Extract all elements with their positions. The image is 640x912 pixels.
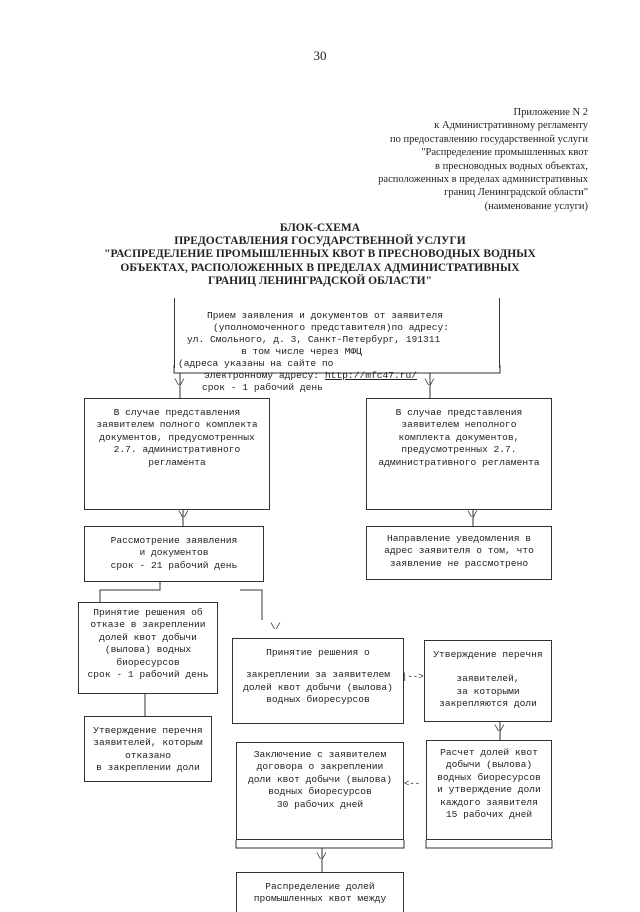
intake-line: Прием заявления и документов от заявител… bbox=[207, 310, 444, 321]
title-line: "РАСПРЕДЕЛЕНИЕ ПРОМЫШЛЕННЫХ КВОТ В ПРЕСН… bbox=[104, 248, 536, 261]
arrow-down: \/ bbox=[494, 724, 505, 734]
intake-line: (уполномоченного представителя)по адресу… bbox=[213, 322, 450, 333]
box-line: заявление не рассмотрено bbox=[389, 557, 529, 569]
box-line: Распределение долей bbox=[265, 881, 375, 892]
incomplete-docs-box: В случае представления заявителем неполн… bbox=[366, 398, 552, 510]
back-arrow: <-- bbox=[404, 779, 421, 789]
box-line: договора о закреплении bbox=[256, 761, 384, 773]
contract-box: Заключение с заявителем договора о закре… bbox=[236, 742, 404, 840]
flowchart-title: БЛОК-СХЕМА ПРЕДОСТАВЛЕНИЯ ГОСУДАРСТВЕННО… bbox=[60, 222, 580, 288]
box-line: комплекта документов, bbox=[398, 431, 520, 443]
appendix-line: границ Ленинградской области" bbox=[444, 187, 588, 199]
box-line: закреплении за заявителем bbox=[246, 669, 390, 681]
intake-box-continued: (адреса указаны на сайте по электронному… bbox=[178, 358, 478, 394]
box-line: каждого заявителя bbox=[440, 796, 538, 808]
box-line: В случае представления bbox=[113, 407, 241, 418]
box-line: 30 рабочих дней bbox=[276, 798, 364, 810]
title-line: ПРЕДОСТАВЛЕНИЯ ГОСУДАРСТВЕННОЙ УСЛУГИ bbox=[174, 235, 466, 248]
arrow-down: \/ bbox=[270, 622, 281, 632]
box-line: (вылова) водных bbox=[104, 644, 192, 656]
arrow-down: \/ bbox=[174, 378, 185, 388]
box-line: заявителей, которым bbox=[93, 737, 203, 749]
box-line: В случае представления bbox=[395, 407, 523, 418]
title-line: ОБЪЕКТАХ, РАСПОЛОЖЕННЫХ В ПРЕДЕЛАХ АДМИН… bbox=[120, 261, 520, 274]
intake-link-line: электронному адресу: http://mfc47.ru/ bbox=[178, 370, 478, 382]
box-line: срок - 21 рабочий день bbox=[110, 559, 238, 571]
appendix-line: по предоставлению государственной услуги bbox=[390, 133, 588, 145]
side-arrow: |--> bbox=[402, 672, 424, 682]
box-line: Принятие решения об bbox=[93, 607, 203, 618]
box-line: заявителем неполного bbox=[401, 419, 517, 431]
appendix-line: расположенных в пределах административны… bbox=[378, 174, 588, 186]
box-line: административного регламента bbox=[378, 456, 540, 468]
box-line: и документов bbox=[139, 547, 209, 559]
box-line: предусмотренных 2.7. bbox=[401, 444, 517, 456]
box-line: Рассмотрение заявления bbox=[110, 535, 238, 546]
box-line: биоресурсов bbox=[116, 656, 180, 668]
intake-line: в том числе через МФЦ bbox=[241, 346, 362, 357]
arrow-down: \/ bbox=[467, 510, 478, 520]
approve-list-box: Утверждение перечня заявителей, за котор… bbox=[424, 640, 552, 722]
title-line: БЛОК-СХЕМА bbox=[279, 222, 361, 234]
refused-list-box: Утверждение перечня заявителей, которым … bbox=[84, 716, 212, 782]
box-line: регламента bbox=[148, 456, 206, 468]
box-line: Утверждение перечня bbox=[93, 725, 203, 736]
box-line: документов, предусмотренных bbox=[99, 431, 255, 443]
box-line: доли квот добычи (вылова) bbox=[248, 773, 392, 785]
page-number: 30 bbox=[313, 48, 327, 63]
refusal-decision-box: Принятие решения об отказе в закреплении… bbox=[78, 602, 218, 694]
box-line: промышленных квот между bbox=[253, 893, 387, 905]
review-box: Рассмотрение заявления и документов срок… bbox=[84, 526, 264, 582]
intake-line: срок - 1 рабочий день bbox=[202, 382, 323, 393]
box-line: водных биоресурсов bbox=[437, 771, 541, 783]
title-line: ГРАНИЦ ЛЕНИНГРАДСКОЙ ОБЛАСТИ" bbox=[207, 274, 433, 287]
intake-box: Прием заявления и документов от заявител… bbox=[174, 298, 500, 368]
box-line: долей квот добычи (вылова) bbox=[243, 681, 393, 693]
mfc-website-link[interactable]: http://mfc47.ru/ bbox=[324, 370, 418, 381]
box-line: и утверждение доли bbox=[437, 784, 541, 796]
box-line: заявителем полного комплекта bbox=[96, 419, 258, 431]
box-line: 15 рабочих дней bbox=[445, 809, 533, 821]
assign-decision-box: Принятие решения о закреплении за заявит… bbox=[232, 638, 404, 724]
full-docs-box: В случае представления заявителем полног… bbox=[84, 398, 270, 510]
box-line: Заключение с заявителем bbox=[253, 749, 387, 760]
appendix-line: в пресноводных водных объектах, bbox=[435, 160, 588, 172]
intake-line: ул. Смольного, д. 3, Санкт-Петербург, 19… bbox=[187, 334, 441, 345]
box-line: Расчет долей квот bbox=[440, 747, 538, 758]
box-line: добычи (вылова) bbox=[445, 759, 533, 771]
box-line: Принятие решения о bbox=[266, 647, 370, 658]
arrow-down: \/ bbox=[178, 510, 189, 520]
intake-link-prefix: электронному адресу: bbox=[204, 370, 325, 381]
appendix-line: к Административному регламенту bbox=[434, 120, 588, 132]
box-line: адрес заявителя о том, что bbox=[384, 545, 534, 557]
distribution-box: Распределение долей промышленных квот ме… bbox=[236, 872, 404, 912]
box-line: срок - 1 рабочий день bbox=[87, 669, 209, 681]
appendix-line: (наименование услуги) bbox=[484, 200, 588, 212]
appendix-line: Приложение N 2 bbox=[513, 107, 588, 118]
box-line: за которыми bbox=[456, 685, 520, 697]
box-line: водных биоресурсов bbox=[268, 786, 372, 798]
box-line: водных биоресурсов bbox=[266, 694, 370, 706]
box-line: заявителей, bbox=[456, 673, 520, 685]
box-line: Направление уведомления в bbox=[387, 533, 531, 544]
appendix-header: Приложение N 2 к Административному регла… bbox=[288, 106, 588, 213]
box-line: закрепляются доли bbox=[439, 698, 537, 710]
box-line: в закреплении доли bbox=[96, 762, 200, 774]
box-line: отказано bbox=[124, 749, 172, 761]
notice-box: Направление уведомления в адрес заявител… bbox=[366, 526, 552, 580]
box-line: долей квот добычи bbox=[99, 631, 197, 643]
arrow-down: \/ bbox=[424, 378, 435, 388]
box-line: отказе в закреплении bbox=[90, 619, 206, 631]
intake-line: (адреса указаны на сайте по bbox=[178, 358, 334, 369]
box-line: Утверждение перечня bbox=[433, 649, 543, 660]
appendix-line: "Распределение промышленных квот bbox=[421, 147, 588, 159]
arrow-down: \/ bbox=[316, 852, 327, 862]
calc-shares-box: Расчет долей квот добычи (вылова) водных… bbox=[426, 740, 552, 840]
box-line: 2.7. административного bbox=[113, 444, 241, 456]
